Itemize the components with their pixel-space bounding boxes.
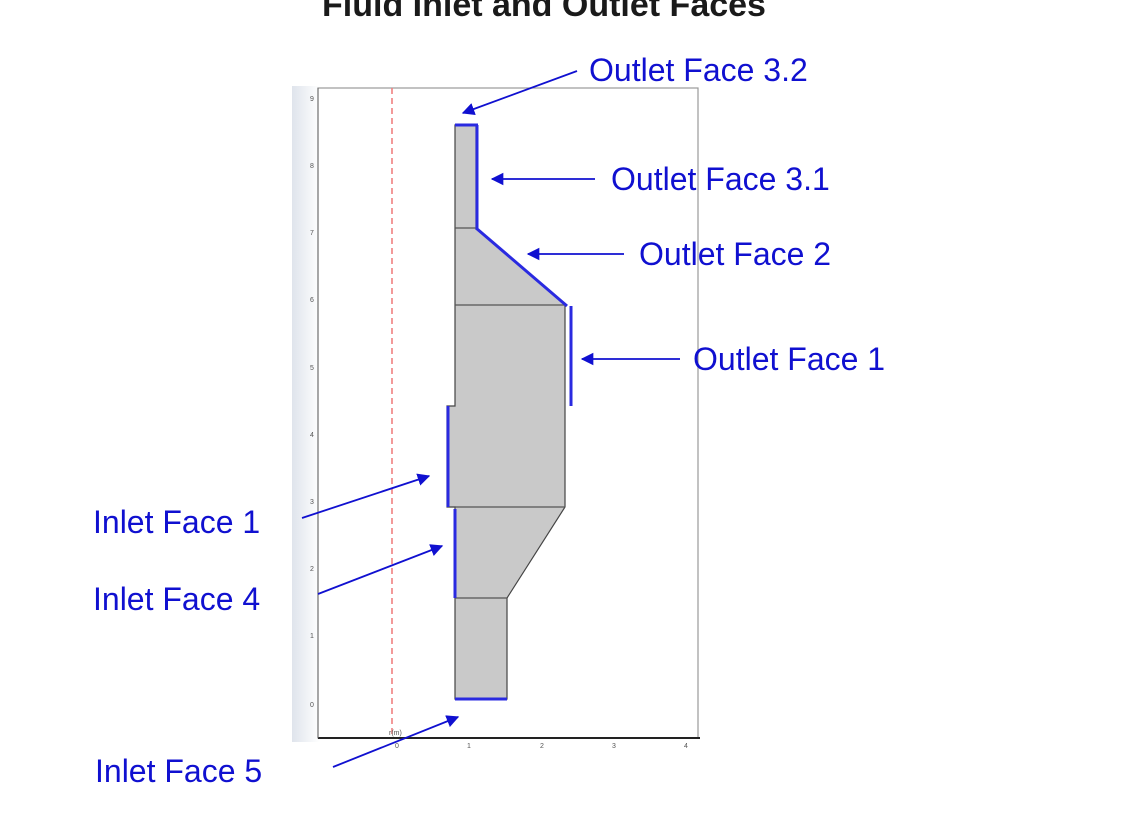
arrow-inlet-4: [317, 544, 444, 595]
y-tick: 0: [310, 702, 314, 709]
y-tick: 6: [310, 297, 314, 304]
x-tick: 3: [612, 743, 616, 750]
annotation-labels: Outlet Face 3.2 Outlet Face 3.1 Outlet F…: [93, 52, 885, 789]
y-tick: 4: [310, 432, 314, 439]
axis-label: r(m): [389, 730, 402, 737]
plot-shadow: [292, 86, 320, 742]
outlet-face-2-edge: [475, 226, 568, 308]
y-tick: 7: [310, 230, 314, 237]
annotation-arrows: [301, 70, 680, 768]
diagram-title: Fluid Inlet and Outlet Faces: [322, 0, 766, 24]
x-tick: 0: [395, 743, 399, 750]
y-tick: 1: [310, 633, 314, 640]
y-tick: 9: [310, 96, 314, 103]
arrow-outlet-3-2: [461, 70, 578, 115]
y-tick: 2: [310, 566, 314, 573]
x-tick: 1: [467, 743, 471, 750]
plot-area: r(m): [292, 86, 700, 742]
label-inlet-face-4: Inlet Face 4: [93, 581, 260, 617]
label-outlet-face-2: Outlet Face 2: [639, 236, 831, 272]
x-tick: 4: [684, 743, 688, 750]
label-inlet-face-1: Inlet Face 1: [93, 504, 260, 540]
label-inlet-face-5: Inlet Face 5: [95, 753, 262, 789]
x-tick: 2: [540, 743, 544, 750]
y-tick: 3: [310, 499, 314, 506]
label-outlet-face-3-2: Outlet Face 3.2: [589, 52, 808, 88]
label-outlet-face-3-1: Outlet Face 3.1: [611, 161, 830, 197]
boundary-faces: [446, 123, 573, 701]
x-tick-labels: 0 1 2 3 4: [395, 743, 688, 750]
y-tick: 8: [310, 163, 314, 170]
label-outlet-face-1: Outlet Face 1: [693, 341, 885, 377]
arrow-inlet-5: [332, 715, 460, 768]
arrow-inlet-1: [301, 473, 431, 519]
y-tick-labels: 0 1 2 3 4 5 6 7 8 9: [310, 96, 314, 709]
y-tick: 5: [310, 365, 314, 372]
